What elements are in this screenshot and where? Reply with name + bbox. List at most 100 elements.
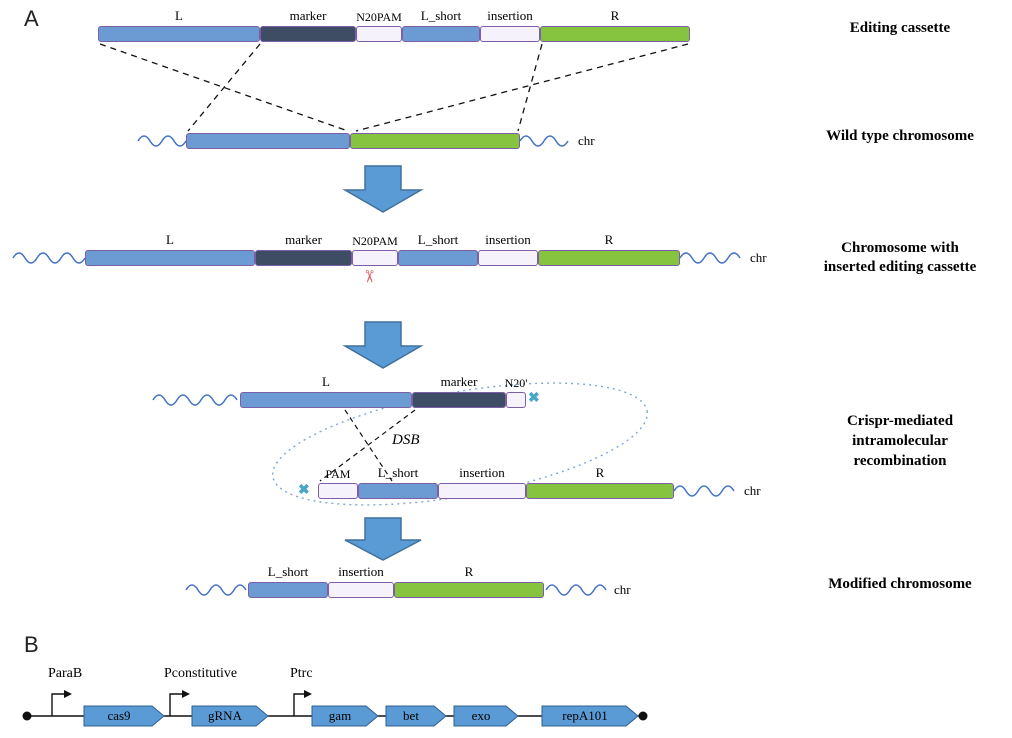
dashed-line-3 bbox=[355, 43, 689, 132]
cassette-label-n20pam: N20PAM bbox=[356, 10, 402, 24]
gene-label-grna: gRNA bbox=[208, 708, 242, 723]
inserted-segment-n20pam bbox=[352, 250, 398, 266]
recomb-bottom-label-insertion: insertion bbox=[459, 465, 505, 480]
dsb-line-2 bbox=[319, 409, 416, 482]
promoter-label-ptrc: Ptrc bbox=[290, 666, 313, 681]
gene-arrow-repa101 bbox=[541, 705, 639, 727]
gene-label-gam: gam bbox=[328, 708, 352, 723]
panel-b-letter: B bbox=[24, 632, 39, 657]
promoter-arrowhead-pconstitutive bbox=[182, 690, 190, 698]
segment-lshort bbox=[402, 26, 480, 42]
cut-cross-bottom-icon: ✖ bbox=[298, 483, 310, 498]
crossover-dashed-lines bbox=[99, 43, 689, 132]
modified-segment-R bbox=[394, 582, 544, 598]
caption-modified: Modified chromosome bbox=[828, 576, 972, 592]
down-arrow-1 bbox=[342, 165, 424, 213]
promoter-arrow-ptrc bbox=[293, 693, 304, 716]
gene-arrow-grna bbox=[191, 705, 269, 727]
segment-L bbox=[98, 26, 260, 42]
wildtype-left-homology bbox=[186, 133, 350, 149]
recomb-top-segment-L bbox=[240, 392, 412, 408]
gene-label-cas9: cas9 bbox=[107, 708, 131, 723]
wave-modified-right bbox=[545, 584, 607, 596]
wave-wildtype-right bbox=[519, 135, 569, 147]
gene-arrow-bet bbox=[385, 705, 447, 727]
backbone-right-dot bbox=[638, 711, 648, 721]
inserted-label-L: L bbox=[166, 232, 174, 247]
promoter-arrows bbox=[51, 693, 304, 716]
down-arrow-2 bbox=[342, 321, 424, 369]
inserted-segment-lshort bbox=[398, 250, 478, 266]
cassette-label-lshort: L_short bbox=[420, 8, 462, 23]
promoter-label-parab: ParaB bbox=[48, 666, 83, 681]
wave-wildtype-left bbox=[137, 135, 187, 147]
caption-recomb-line3: recombination bbox=[853, 453, 947, 469]
chr-label-inserted: chr bbox=[750, 250, 767, 265]
dashed-line-2 bbox=[187, 43, 261, 132]
recomb-bottom-segment-pam bbox=[318, 483, 358, 499]
segment-marker bbox=[260, 26, 356, 42]
recomb-bottom-label-pam: PAM bbox=[325, 467, 351, 481]
wave-inserted-left bbox=[12, 252, 86, 264]
caption-inserted-line1: Chromosome with bbox=[841, 240, 959, 256]
gene-label-bet: bet bbox=[403, 708, 419, 723]
gene-arrow-gam bbox=[311, 705, 379, 727]
recomb-top-segment-n20prime bbox=[506, 392, 526, 408]
promoter-arrowhead-parab bbox=[64, 690, 72, 698]
recomb-top-segment-marker bbox=[412, 392, 506, 408]
recomb-bottom-label-R: R bbox=[595, 465, 605, 480]
recomb-top-label-n20prime: N20' bbox=[504, 376, 528, 390]
recomb-top-label-L: L bbox=[322, 374, 330, 389]
recomb-bottom-label-lshort: L_short bbox=[377, 465, 419, 480]
gene-label-repa101: repA101 bbox=[562, 708, 608, 723]
wildtype-right-homology bbox=[350, 133, 520, 149]
step-arrows bbox=[342, 165, 424, 561]
inserted-label-lshort: L_short bbox=[417, 232, 459, 247]
cassette-label-marker: marker bbox=[289, 8, 327, 23]
segment-n20pam bbox=[356, 26, 402, 42]
wave-recomb-top-left bbox=[152, 394, 238, 406]
recomb-top-label-marker: marker bbox=[440, 374, 478, 389]
chr-label-modified: chr bbox=[614, 582, 631, 597]
promoter-arrowhead-ptrc bbox=[304, 690, 312, 698]
dsb-label: DSB bbox=[392, 432, 420, 448]
inserted-segment-L bbox=[85, 250, 255, 266]
inserted-segment-R bbox=[538, 250, 680, 266]
inserted-segment-insertion bbox=[478, 250, 538, 266]
gene-arrow-cas9 bbox=[83, 705, 165, 727]
gene-label-exo: exo bbox=[471, 708, 491, 723]
scissors-icon: ✂ bbox=[359, 269, 379, 284]
backbone-left-dot bbox=[22, 711, 32, 721]
recomb-bottom-segment-R bbox=[526, 483, 674, 499]
promoter-arrow-pconstitutive bbox=[169, 693, 182, 716]
modified-label-insertion: insertion bbox=[338, 564, 384, 579]
caption-recomb-line1: Crispr-mediated bbox=[846, 413, 954, 429]
recomb-bottom-segment-insertion bbox=[438, 483, 526, 499]
segment-R bbox=[540, 26, 690, 42]
recomb-bottom-segment-lshort bbox=[358, 483, 438, 499]
down-arrow-3 bbox=[344, 517, 422, 561]
chromosome-waves bbox=[12, 135, 741, 596]
caption-wildtype: Wild type chromosome bbox=[826, 128, 974, 144]
chr-label-wildtype: chr bbox=[578, 133, 595, 148]
gene-arrows bbox=[83, 705, 639, 727]
inserted-label-n20pam: N20PAM bbox=[352, 234, 398, 248]
wave-modified-left bbox=[185, 584, 247, 596]
dsb-crossover-lines bbox=[319, 409, 416, 482]
chr-label-recomb: chr bbox=[744, 483, 761, 498]
cassette-label-insertion: insertion bbox=[487, 8, 533, 23]
promoter-label-pconstitutive: Pconstitutive bbox=[164, 666, 238, 681]
modified-label-lshort: L_short bbox=[267, 564, 309, 579]
panel-a-letter: A bbox=[24, 6, 39, 31]
cut-cross-top-icon: ✖ bbox=[528, 391, 540, 406]
gene-arrow-exo bbox=[453, 705, 519, 727]
modified-segment-insertion bbox=[328, 582, 394, 598]
inserted-label-R: R bbox=[604, 232, 614, 247]
cassette-label-L: L bbox=[175, 8, 183, 23]
dashed-line-4 bbox=[517, 43, 543, 132]
modified-label-R: R bbox=[464, 564, 474, 579]
caption-editing-cassette: Editing cassette bbox=[849, 20, 951, 36]
segment-insertion bbox=[480, 26, 540, 42]
inserted-label-insertion: insertion bbox=[485, 232, 531, 247]
